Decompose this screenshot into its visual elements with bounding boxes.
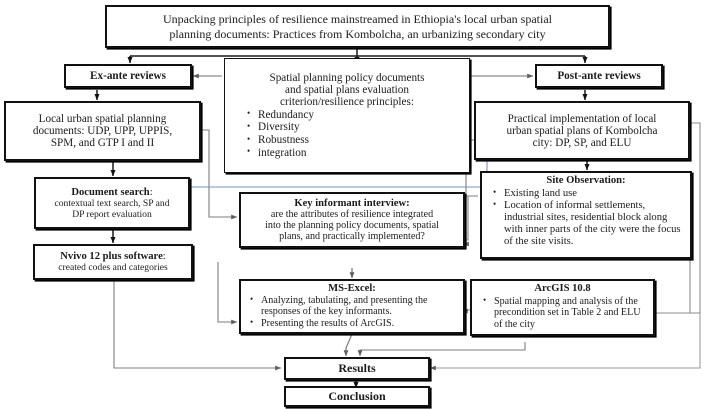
post-ante-reviews-label: Post-ante reviews <box>557 69 641 82</box>
document-search-heading: Document search: <box>40 187 184 198</box>
arcgis-bullets: Spatial mapping and analysis of the prec… <box>477 295 648 330</box>
document-search-colon: : <box>149 186 153 198</box>
title-box: Unpacking principles of resilience mains… <box>105 5 610 48</box>
document-search-line-2: DP report evaluation <box>72 208 152 220</box>
site-observation-title: Site Observation: <box>546 175 626 186</box>
arcgis-title: ArcGIS 10.8 <box>534 283 591 294</box>
connector-arcgis-results <box>357 342 526 357</box>
ms-excel-title: MS-Excel: <box>328 283 376 294</box>
nvivo-title: Nvivo 12 plus software <box>60 251 163 262</box>
key-informant-line-1: are the attributes of resilience integra… <box>270 209 434 221</box>
conclusion-label: Conclusion <box>328 388 386 403</box>
site-observation-box: Site Observation: Existing land use Loca… <box>480 171 692 259</box>
ex-ante-reviews-label: Ex-ante reviews <box>90 69 166 82</box>
ms-excel-box: MS-Excel: Analyzing, tabulating, and pre… <box>239 279 465 334</box>
local-documents-line-1: Local urban spatial planning <box>38 113 167 125</box>
document-search-title: Document search <box>71 186 150 198</box>
key-informant-box: Key informant interview: are the attribu… <box>239 192 465 248</box>
document-search-box: Document search: contextual text search,… <box>34 177 190 229</box>
results-box: Results <box>284 357 430 380</box>
practical-line-1: Practical implementation of local <box>507 112 657 125</box>
criteria-bullets: Redundancy Diversity Robustness integrat… <box>231 108 463 160</box>
practical-implementation-box: Practical implementation of local urban … <box>474 101 690 160</box>
document-search-line-1: contextual text search, SP and <box>54 197 170 209</box>
arcgis-bullet-1: Spatial mapping and analysis of the prec… <box>483 295 648 330</box>
local-documents-line-2: documents: UDP, UPP, UPPIS, <box>32 125 173 137</box>
criteria-box: Spatial planning policy documents and sp… <box>224 58 470 173</box>
key-informant-line-3: plans, and practically implemented? <box>279 231 425 243</box>
connector-msexcel-results <box>343 333 353 357</box>
ex-ante-reviews-box: Ex-ante reviews <box>64 64 192 88</box>
conclusion-box: Conclusion <box>284 386 430 407</box>
key-informant-line-2: into the planning policy documents, spat… <box>265 220 439 232</box>
connector-siteobs-keyinformant <box>463 195 478 241</box>
nvivo-heading: Nvivo 12 plus software: <box>39 251 187 262</box>
ms-excel-bullet-1: Analyzing, tabulating, and presenting th… <box>250 294 458 318</box>
nvivo-box: Nvivo 12 plus software: created codes an… <box>33 244 193 280</box>
arcgis-box: ArcGIS 10.8 Spatial mapping and analysis… <box>470 279 655 336</box>
criteria-bullet-4: integration <box>247 146 463 160</box>
results-label: Results <box>338 360 376 375</box>
practical-line-3: city: DP, SP, and ELU <box>532 136 632 149</box>
site-observation-bullets: Existing land use Location of informal s… <box>487 187 685 248</box>
local-documents-box: Local urban spatial planning documents: … <box>4 101 201 161</box>
criteria-bullet-2: Diversity <box>247 121 463 134</box>
nvivo-colon: : <box>162 251 166 262</box>
title-line-1: Unpacking principles of resilience mains… <box>162 11 553 26</box>
criteria-bullet-3: Robustness <box>247 134 463 147</box>
practical-line-2: urban spatial plans of Kombolcha <box>506 124 658 137</box>
nvivo-line-1: created codes and categories <box>58 262 168 273</box>
local-documents-line-3: SPM, and GTP I and II <box>50 137 155 149</box>
ms-excel-bullets: Analyzing, tabulating, and presenting th… <box>246 294 458 329</box>
key-informant-title: Key informant interview: <box>294 197 410 209</box>
site-observation-bullet-2: Location of informal settlements, indust… <box>493 199 685 248</box>
site-observation-bullet-1: Existing land use <box>493 187 685 200</box>
criteria-line-3: criterion/resilience principles: <box>280 95 414 108</box>
title-line-2: planning documents: Practices from Kombo… <box>169 26 546 41</box>
criteria-bullet-1: Redundancy <box>247 108 463 122</box>
connector-nvivo-msexcel <box>217 262 238 325</box>
criteria-line-1: Spatial planning policy documents <box>269 71 425 84</box>
post-ante-reviews-box: Post-ante reviews <box>535 64 663 88</box>
ms-excel-bullet-2: Presenting the results of ArcGIS. <box>250 317 458 329</box>
criteria-line-2: and spatial plans evaluation <box>285 83 409 96</box>
